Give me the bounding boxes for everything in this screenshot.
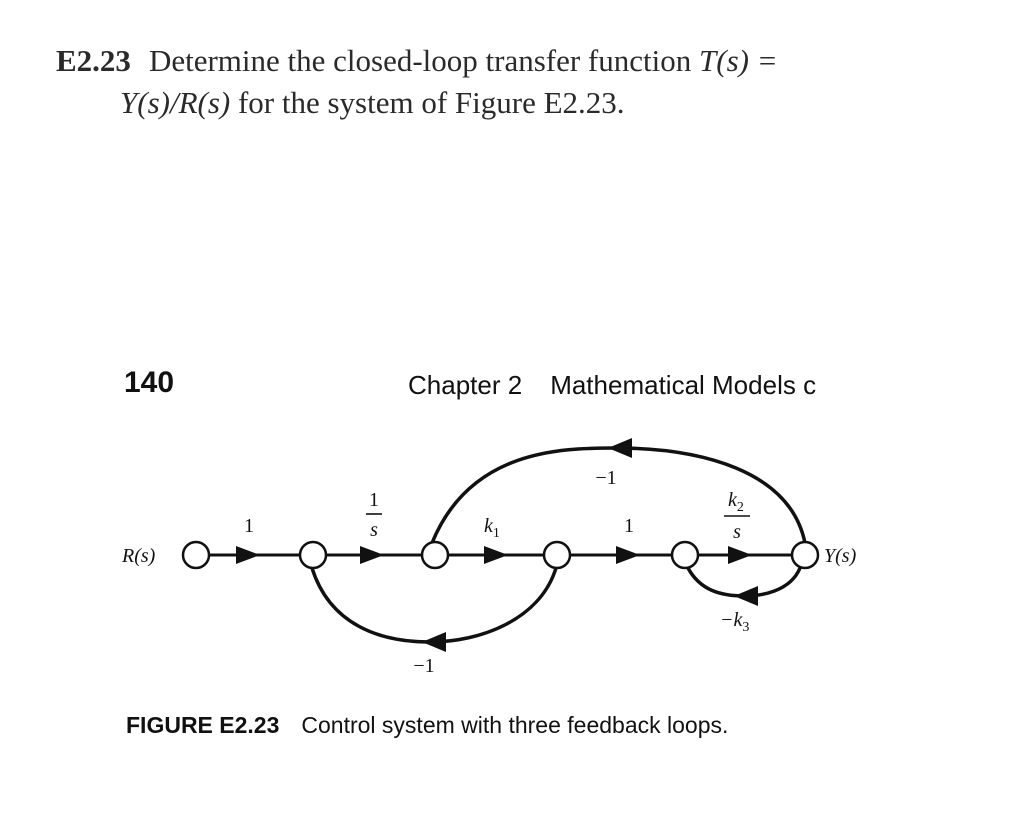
gain-k1: k1 <box>484 515 500 541</box>
figure-label: FIGURE E2.23 <box>126 712 280 738</box>
node-3 <box>420 540 450 570</box>
bottom-feedback-branch <box>310 567 558 644</box>
problem-statement: E2.23 Determine the closed-loop transfer … <box>56 40 976 124</box>
k3-feedback-branch <box>686 567 802 598</box>
problem-number: E2.23 <box>56 43 131 78</box>
node-5 <box>670 540 700 570</box>
arrowhead-g1 <box>236 546 260 564</box>
gain-bottom-feedback: −1 <box>413 655 434 677</box>
input-label: R(s) <box>121 545 156 567</box>
problem-line2: Y(s)/R(s) for the system of Figure E2.23… <box>56 82 976 124</box>
figure-caption: FIGURE E2.23 Control system with three fe… <box>126 712 728 739</box>
chapter-title: Mathematical Models c <box>550 370 817 400</box>
gain-g4: 1 <box>624 515 634 537</box>
node-2 <box>298 540 328 570</box>
gain-k2-denominator: s <box>733 521 741 543</box>
arrowhead-g4 <box>616 546 640 564</box>
problem-text-line2: for the system of Figure E2.23. <box>237 85 625 120</box>
arrowhead-k1 <box>484 546 508 564</box>
output-label: Y(s) <box>824 545 857 567</box>
node-output <box>790 540 820 570</box>
gain-g1: 1 <box>244 515 254 537</box>
arrowhead-bottom-feedback <box>422 632 446 652</box>
arrowhead-k3 <box>734 586 758 606</box>
gain-k1-symbol: k <box>484 515 494 537</box>
gain-k3-subscript: 3 <box>742 620 749 635</box>
gain-k3-symbol: −k <box>720 609 743 631</box>
gain-k2-subscript: 2 <box>737 500 744 515</box>
figure-caption-text: Control system with three feedback loops… <box>301 712 729 738</box>
gain-g2-denominator: s <box>370 519 378 541</box>
page-number: 140 <box>124 366 175 399</box>
node-4 <box>542 540 572 570</box>
problem-text-line1: Determine the closed-loop transfer funct… <box>148 43 692 78</box>
gain-k1-subscript: 1 <box>493 526 500 541</box>
gain-k3: −k3 <box>720 609 749 635</box>
node-input <box>181 540 211 570</box>
problem-transfer-symbol: T(s) = <box>699 43 778 78</box>
chapter-heading: Chapter 2 Mathematical Models c <box>408 370 884 401</box>
gain-k2-numerator: k2 <box>728 489 744 515</box>
chapter-number: Chapter 2 <box>408 370 523 400</box>
problem-ratio: Y(s)/R(s) <box>120 85 231 120</box>
arrowhead-k2 <box>728 546 752 564</box>
signal-flow-graph: R(s) Y(s) 1 1 s k1 1 k2 s −1 −1 −k3 <box>121 438 857 677</box>
arrowhead-g2 <box>360 546 384 564</box>
gain-g2-numerator: 1 <box>369 489 379 511</box>
gain-k2-symbol: k <box>728 489 738 511</box>
arrowhead-top-feedback <box>608 438 632 458</box>
gain-top-feedback: −1 <box>595 467 616 489</box>
